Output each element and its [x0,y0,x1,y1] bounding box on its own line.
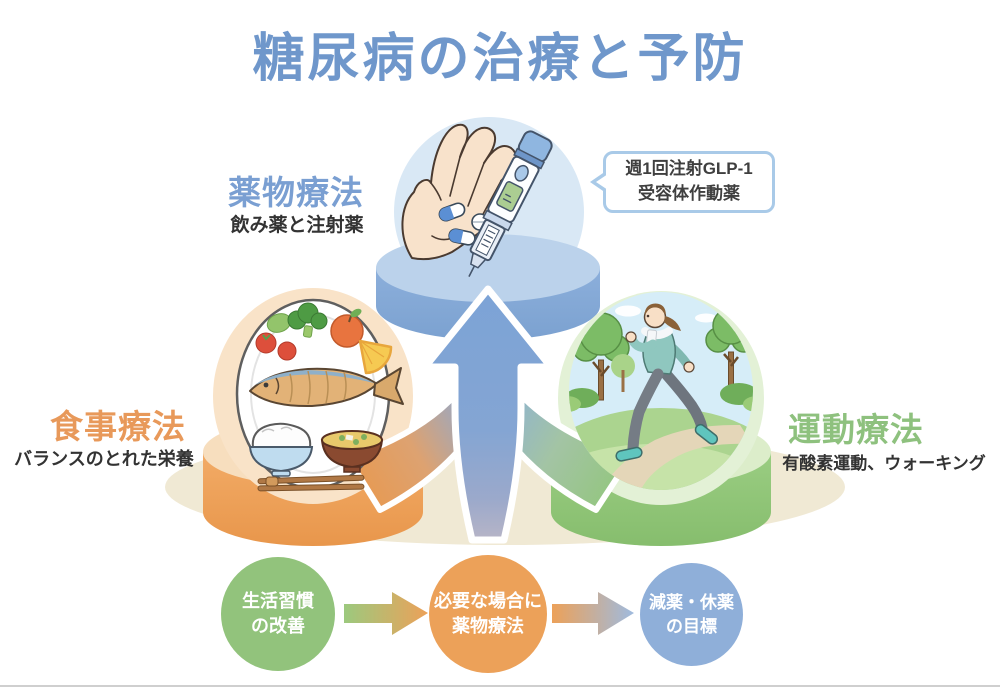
flow-arrow-2-icon [552,592,634,635]
capsule-pill-icon [448,228,476,246]
flow-step-reduction-line1: 減薬・休薬 [649,592,734,612]
drug-therapy-label: 薬物療法 [228,174,364,211]
flow-step-reduction: 減薬・休薬 の目標 [640,563,743,666]
cloud-icon [695,313,717,323]
page-title: 糖尿病の治療と予防 [252,30,748,88]
bush-icon [569,396,581,412]
exercise-therapy-subtitle: 有酸素運動、ウォーキング [782,454,986,473]
flow-step-lifestyle: 生活習慣 の改善 [221,557,335,671]
soup-bowl-icon [320,430,384,473]
tree-icon [611,354,635,392]
capsule-pill-icon [438,202,466,222]
diet-therapy-subtitle: バランスのとれた栄養 [14,449,194,469]
apple-icon [330,308,364,348]
bottom-border-line [0,685,1000,687]
glp1-callout-line1: 週1回注射GLP-1 [625,159,753,179]
flow-step-medication-line1: 必要な場合に [434,590,542,611]
merge-arrow-icon [345,285,633,544]
flow-step-medication: 必要な場合に 薬物療法 [429,555,547,673]
tomato-icon [255,332,297,361]
drug-therapy-subtitle: 飲み薬と注射薬 [230,215,364,236]
flow-step-medication-line2: 薬物療法 [452,616,524,636]
diet-therapy-label: 食事療法 [50,408,186,445]
chopsticks-icon [257,474,365,492]
citrus-wedge-icon [358,339,393,375]
food-plate-icon [235,298,404,492]
glp1-callout-bubble: 週1回注射GLP-1 受容体作動薬 [603,151,775,213]
flow-step-lifestyle-line2: の改善 [251,616,305,636]
exercise-therapy-label: 運動療法 [788,411,924,448]
runner-icon [615,303,719,462]
glp1-callout-line2: 受容体作動薬 [638,184,740,203]
flow-step-reduction-line2: の目標 [666,616,717,636]
rice-bowl-icon [248,422,314,477]
broccoli-icon [287,302,328,338]
flow-arrow-1-icon [344,592,428,635]
bush-icon [743,396,753,412]
flow-step-lifestyle-line1: 生活習慣 [242,590,314,611]
upward-arrow [421,285,555,544]
fish-icon [249,367,404,408]
cloud-icon [615,305,641,317]
injection-pen-icon [468,130,553,277]
